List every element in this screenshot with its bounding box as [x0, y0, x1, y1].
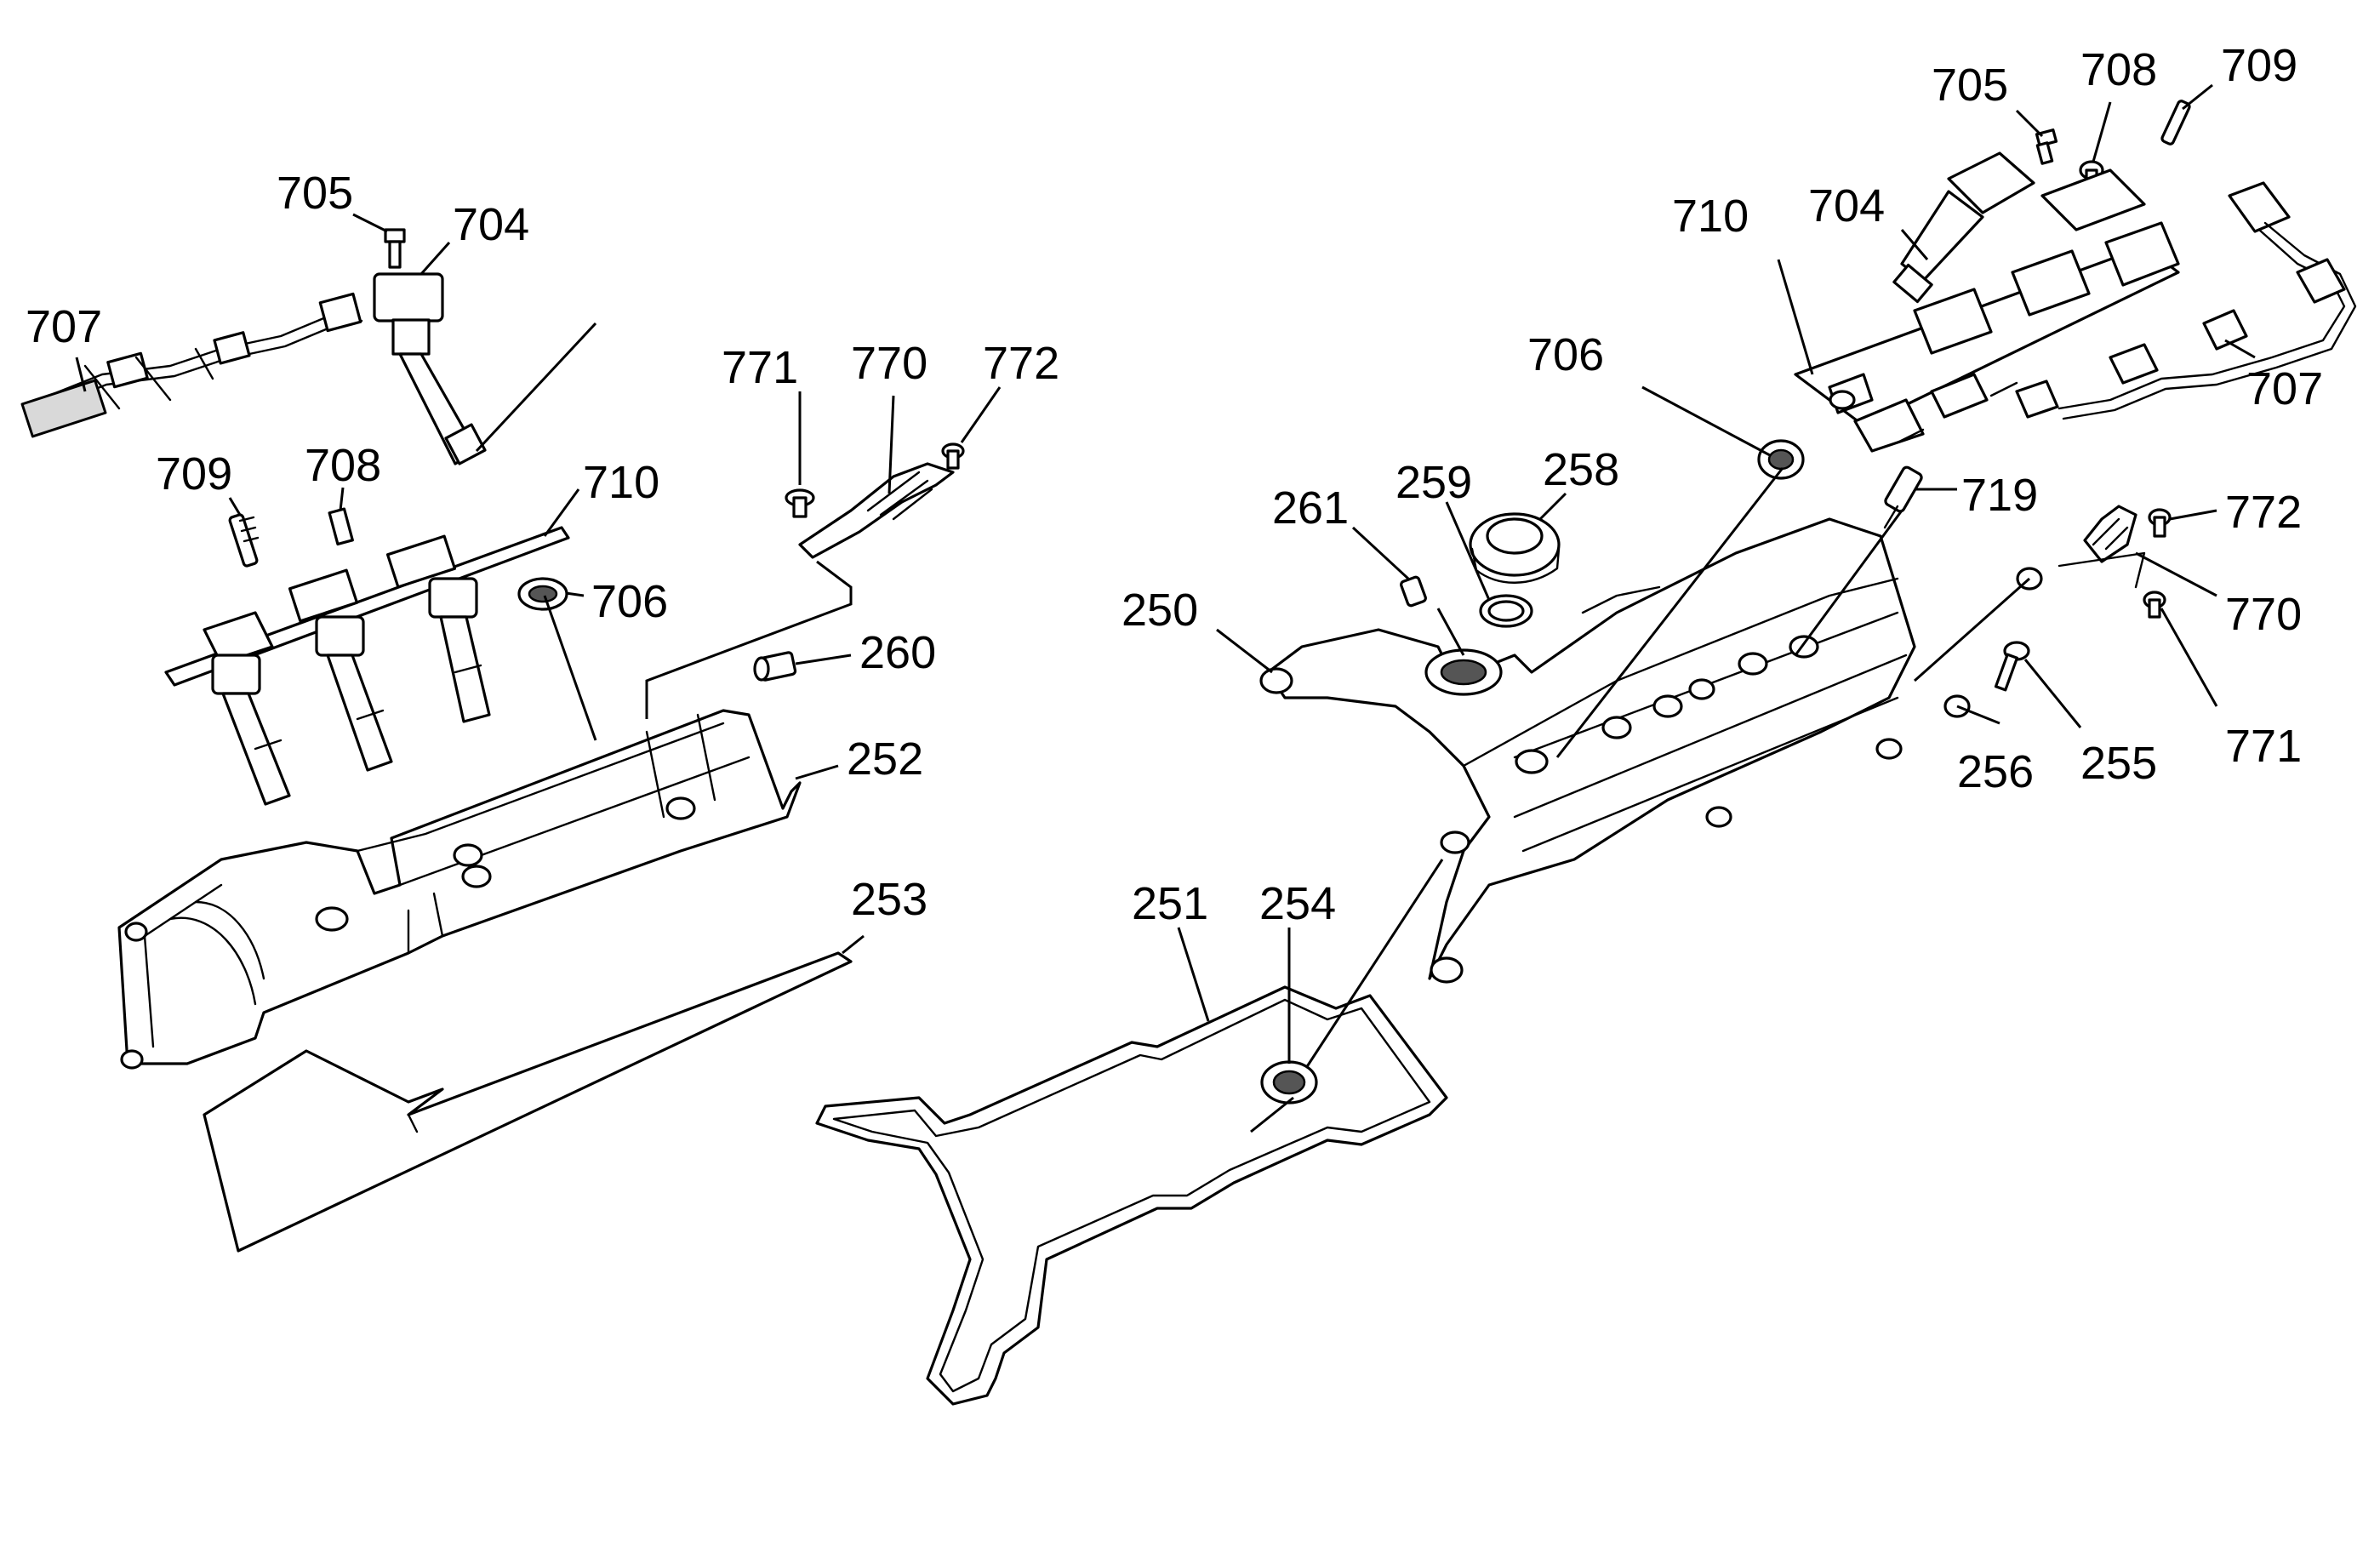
callout-710-right: 710: [1672, 191, 1749, 242]
right-screw-771: [2143, 591, 2166, 619]
left-bolt-772: [941, 442, 965, 470]
callout-770-left: 770: [851, 338, 927, 389]
spark-plug-719: [1883, 465, 1923, 529]
callout-706-left: 706: [591, 576, 668, 627]
callout-771-right: 771: [2225, 721, 2302, 772]
left-ignition-coil-704: [373, 272, 487, 465]
callout-706-right: 706: [1527, 329, 1604, 380]
callout-709-left: 709: [156, 448, 232, 499]
cap-seal-259: [1479, 594, 1533, 628]
left-bolt-705: [384, 228, 406, 269]
callout-251: 251: [1132, 878, 1208, 929]
callout-708-right: 708: [2080, 44, 2157, 95]
callout-255: 255: [2080, 738, 2157, 789]
oil-filler-cap-258: [1469, 512, 1561, 584]
callout-704-right: 704: [1808, 180, 1885, 231]
right-ignition-coil-704: [1892, 151, 2035, 304]
pcv-fitting-261: [1400, 575, 1427, 608]
pcv-fitting-260: [753, 651, 797, 682]
callout-710-left: 710: [583, 457, 659, 508]
right-coil-bracket-710: [1794, 168, 2180, 453]
left-bolt-708: [328, 507, 354, 546]
callout-771-left: 771: [722, 342, 798, 393]
callout-772-left: 772: [983, 338, 1059, 389]
callout-707-right: 707: [2246, 363, 2323, 414]
left-bracket-770: [798, 462, 955, 559]
right-stud-709: [2160, 100, 2191, 146]
washer-256: [1943, 567, 2043, 718]
grommet-254: [1260, 1060, 1318, 1105]
callout-705-left: 705: [277, 168, 353, 219]
callout-261: 261: [1272, 482, 1349, 534]
callout-708-left: 708: [305, 440, 381, 491]
right-valve-cover-250: [1259, 517, 1916, 984]
right-bolt-705: [2035, 128, 2058, 165]
left-wiring-harness-707: [20, 292, 363, 438]
callout-704-left: 704: [453, 199, 529, 250]
right-wiring-harness-707: [2015, 181, 2357, 420]
callout-256: 256: [1957, 746, 2034, 797]
right-bolt-772: [2148, 508, 2172, 538]
callout-772-right: 772: [2225, 487, 2302, 538]
callout-252: 252: [847, 733, 923, 785]
callout-259: 259: [1395, 457, 1472, 508]
left-gasket-253: [203, 951, 853, 1253]
left-stud-709: [228, 513, 260, 568]
right-grommet-706: [1757, 439, 1805, 480]
left-coil-bracket-710: [164, 526, 570, 806]
callout-250: 250: [1122, 585, 1198, 636]
callout-253: 253: [851, 874, 927, 925]
left-screw-771: [785, 488, 815, 518]
callout-707-left: 707: [26, 301, 102, 352]
callout-770-right: 770: [2225, 589, 2302, 640]
callout-719: 719: [1961, 470, 2038, 521]
callout-258: 258: [1543, 444, 1619, 495]
left-grommet-706: [517, 577, 568, 611]
callout-labels: 705 704 707 709 708 710 706 771 770 772 …: [26, 40, 2323, 929]
callout-709-right: 709: [2221, 40, 2297, 91]
right-bracket-770: [2058, 505, 2146, 589]
bolt-255: [1994, 641, 2030, 692]
callout-260: 260: [859, 627, 936, 678]
callout-254: 254: [1259, 878, 1336, 929]
callout-705-right: 705: [1932, 60, 2008, 111]
leader-lines: [75, 83, 2256, 1133]
left-valve-cover-252: [117, 709, 802, 1070]
right-gasket-251: [815, 985, 1448, 1406]
